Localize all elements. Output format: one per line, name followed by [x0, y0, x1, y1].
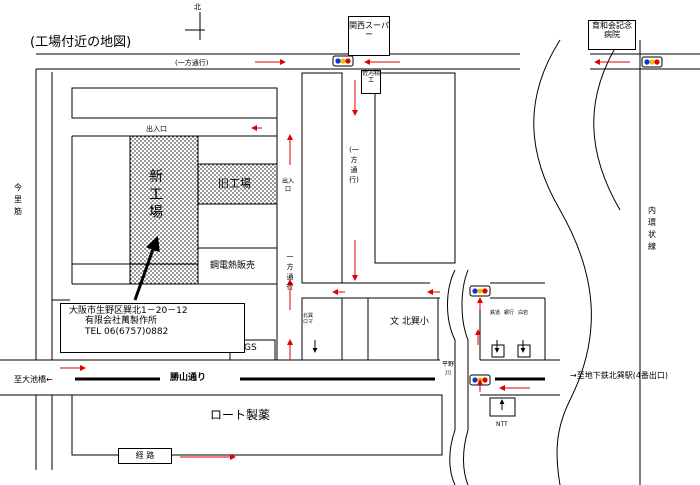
school-block [367, 297, 439, 361]
traffic-signal-icon [469, 285, 491, 297]
east-direction: →至地下鉄北巽駅(4番出口) [570, 371, 669, 380]
school-label: 文 北巽小 [390, 317, 429, 327]
rohto-label: ロート製薬 [210, 408, 271, 422]
block-small [197, 135, 278, 165]
address-pointer [133, 235, 160, 301]
one-way-v-label: (一方通行) [349, 146, 359, 184]
address-box: 大阪市生野区巽北1－20－12 有限会社萬製作所 TEL 06(6757)088… [60, 303, 245, 353]
hirano-river [447, 269, 469, 485]
shop4-label: 白岩 [518, 310, 529, 316]
small-shop-label: 佐河精工 [361, 70, 381, 94]
shop-block [301, 297, 343, 361]
supermarket-label: 関西スーパー [348, 16, 390, 56]
ntt-label: NTT [496, 421, 508, 428]
nozawa-label: 北巽ロマ [303, 313, 314, 325]
entrance-label: 出入口 [146, 125, 167, 133]
katsuyama-label: 勝山通り [170, 373, 207, 383]
imazato-label: 今里筋 [14, 183, 22, 216]
shop2-label: 鉄道 [490, 310, 501, 316]
west-direction: 至大池橋← [14, 375, 53, 384]
new-factory-label: 新工場 [149, 169, 163, 221]
imazato-road [35, 69, 53, 470]
block-right-middle [374, 72, 456, 264]
north-arrow-icon [185, 12, 205, 40]
north-label: 北 [194, 3, 201, 11]
one-way-label: (一方通行) [175, 59, 209, 67]
route-arrows [60, 59, 630, 460]
entrance-v-label: 出入口 [282, 178, 295, 193]
legend-route-label: 経 路 [118, 448, 172, 464]
top-road [36, 53, 700, 70]
traffic-signal-icon [332, 55, 354, 67]
block-top-left [71, 87, 278, 119]
address-line-3: TEL 06(6757)0882 [85, 326, 169, 337]
rohto-block [71, 394, 443, 456]
middle-road [302, 282, 545, 299]
address-line-2: 有限会社萬製作所 [85, 316, 158, 327]
naikan-road [533, 39, 641, 485]
map-title: (工場付近の地図) [30, 35, 132, 50]
gs-label: GS [244, 343, 257, 353]
hospital-label: 育和会記念病院 [588, 20, 636, 50]
one-way-v2-label: 一方通行 [286, 253, 294, 291]
heat-shop-label: 鋼電熱販売 [210, 261, 256, 271]
address-line-1: 大阪市生野区巽北1－20－12 [69, 306, 188, 316]
old-factory-label: 旧工場 [218, 177, 251, 190]
traffic-signal-icon [641, 56, 663, 68]
hirano-label: 平野川 [442, 361, 455, 377]
old-factory-area [197, 163, 278, 205]
naikan-label: 内環状線 [648, 206, 656, 251]
shop3-label: 銀行 [504, 310, 515, 316]
